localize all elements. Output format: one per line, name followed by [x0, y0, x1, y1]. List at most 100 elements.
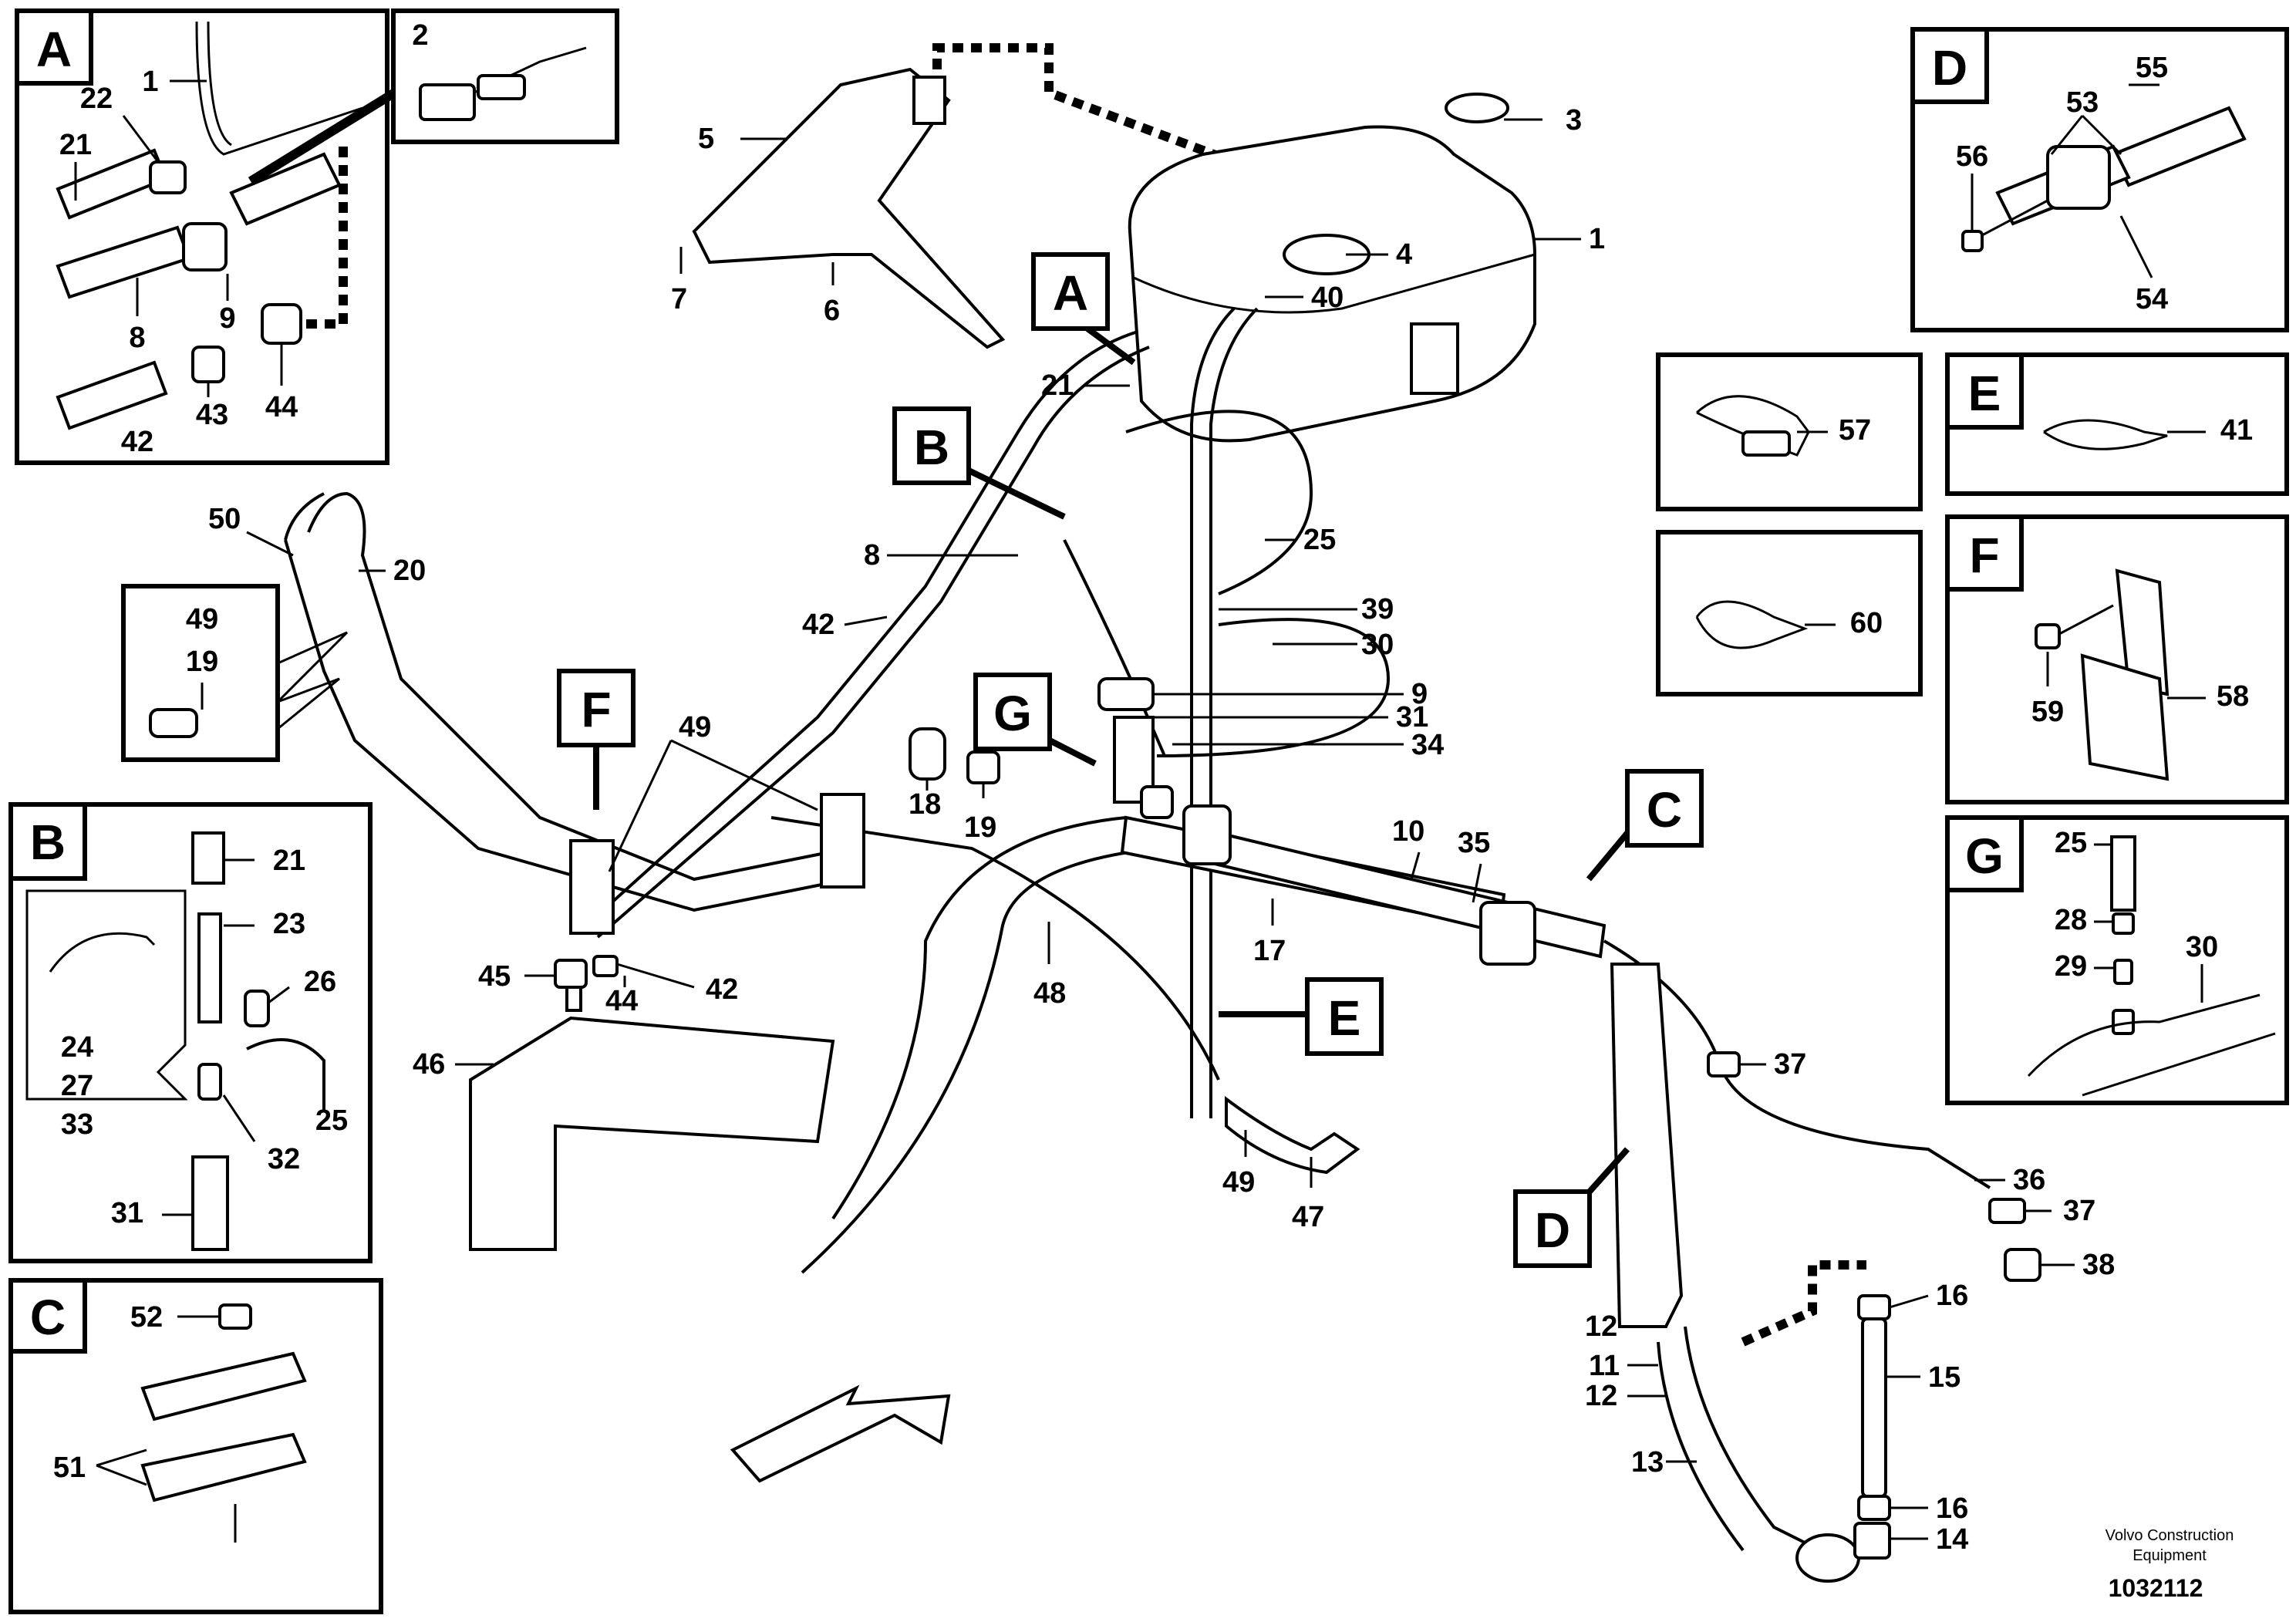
detail-f-letter: F — [1969, 528, 1999, 583]
detail-box-2: 2 — [391, 8, 619, 144]
label-box-2: 2 — [412, 19, 428, 52]
label-34: 34 — [1411, 729, 1444, 761]
label-b-24: 24 — [61, 1031, 93, 1064]
label-a-1: 1 — [142, 66, 158, 98]
label-30: 30 — [1361, 629, 1394, 661]
detail-box-60: 60 — [1656, 530, 1923, 696]
label-a-9: 9 — [219, 302, 235, 335]
label-35: 35 — [1458, 827, 1490, 859]
label-b-21: 21 — [273, 845, 305, 877]
label-f-58: 58 — [2217, 680, 2249, 713]
label-b-23: 23 — [273, 908, 305, 940]
label-11: 11 — [1589, 1350, 1620, 1382]
label-12-upper: 12 — [1585, 1310, 1617, 1343]
label-4: 4 — [1396, 238, 1412, 271]
detail-c-letter: C — [30, 1290, 66, 1345]
label-31: 31 — [1396, 701, 1428, 733]
brand-line-1: Volvo Construction — [2106, 1527, 2234, 1544]
label-37-upper: 37 — [1774, 1048, 1806, 1081]
svg-text:E: E — [1328, 990, 1361, 1046]
callout-a: A — [1031, 252, 1136, 366]
label-42-main: 42 — [706, 973, 738, 1006]
label-a-21: 21 — [59, 129, 92, 161]
detail-box-57: 57 — [1656, 352, 1923, 511]
label-f-59: 59 — [2031, 696, 2064, 728]
label-b-32: 32 — [268, 1143, 300, 1175]
label-a-22: 22 — [80, 83, 113, 115]
label-44-main: 44 — [605, 985, 638, 1017]
svg-text:G: G — [993, 686, 1032, 741]
label-b-27: 27 — [61, 1070, 93, 1102]
label-c-51: 51 — [53, 1452, 86, 1484]
label-a-8: 8 — [129, 322, 145, 354]
label-6: 6 — [824, 295, 840, 327]
label-10: 10 — [1392, 815, 1424, 848]
label-box-19: 19 — [186, 646, 218, 678]
label-d-53: 53 — [2066, 86, 2099, 119]
label-c-52: 52 — [130, 1301, 163, 1334]
label-g-29: 29 — [2055, 950, 2087, 983]
label-b-26: 26 — [304, 966, 336, 998]
detail-view-f: F 59 58 — [1945, 514, 2289, 804]
label-box-57: 57 — [1839, 414, 1871, 447]
detail-view-a: A 1 22 21 9 8 43 44 42 — [15, 8, 404, 465]
label-12-lower: 12 — [1585, 1380, 1617, 1412]
main-part-labels: 3 5 4 1 7 6 40 21 25 8 39 42 30 9 31 34 … — [208, 104, 2115, 1556]
label-a-43: 43 — [196, 399, 228, 431]
label-box-60: 60 — [1850, 607, 1883, 639]
label-d-55: 55 — [2136, 52, 2168, 84]
detail-e-letter: E — [1968, 366, 2001, 421]
detail-g-letter: G — [1965, 828, 2004, 884]
callout-b: B — [892, 406, 1066, 520]
label-15: 15 — [1928, 1361, 1961, 1394]
svg-text:C: C — [1647, 782, 1682, 838]
label-g-25: 25 — [2055, 827, 2087, 859]
label-14: 14 — [1936, 1523, 1968, 1556]
label-d-56: 56 — [1956, 140, 1988, 173]
label-a-44: 44 — [265, 391, 298, 423]
label-box-49: 49 — [186, 603, 218, 636]
label-7: 7 — [671, 283, 687, 315]
callout-g: G — [973, 673, 1097, 767]
label-36: 36 — [2013, 1164, 2045, 1196]
label-47: 47 — [1292, 1201, 1324, 1233]
svg-text:B: B — [914, 420, 949, 475]
label-49-lower: 49 — [1222, 1166, 1255, 1199]
label-9: 9 — [1411, 678, 1428, 710]
detail-view-g: G 25 28 29 30 — [1945, 815, 2289, 1105]
detail-view-c: C 52 51 — [8, 1278, 383, 1614]
label-39: 39 — [1361, 593, 1394, 626]
detail-b-letter: B — [30, 814, 66, 870]
label-49-main: 49 — [679, 711, 711, 744]
detail-view-e: E 41 — [1945, 352, 2289, 496]
svg-text:A: A — [1053, 265, 1088, 321]
label-3: 3 — [1566, 104, 1582, 137]
brand-line-2: Equipment — [2132, 1547, 2207, 1564]
detail-a-letter: A — [36, 22, 72, 77]
drawing-number: 1032112 — [2109, 1574, 2203, 1602]
svg-text:D: D — [1535, 1202, 1570, 1258]
label-18: 18 — [909, 788, 941, 821]
label-17: 17 — [1253, 935, 1286, 967]
label-1: 1 — [1589, 223, 1605, 255]
label-16-lower: 16 — [1936, 1492, 1968, 1525]
main-assembly — [284, 43, 2041, 1583]
label-48: 48 — [1033, 977, 1066, 1010]
label-40: 40 — [1311, 282, 1344, 314]
footer: Volvo Construction Equipment 1032112 — [2106, 1527, 2234, 1602]
label-21: 21 — [1041, 369, 1074, 402]
label-25: 25 — [1303, 524, 1336, 556]
label-38: 38 — [2082, 1249, 2115, 1281]
svg-text:F: F — [581, 682, 611, 737]
label-50: 50 — [208, 503, 241, 535]
label-20: 20 — [393, 555, 426, 587]
label-46: 46 — [413, 1048, 445, 1081]
label-b-33: 33 — [61, 1108, 93, 1141]
label-5: 5 — [698, 123, 714, 155]
callout-d: D — [1513, 1147, 1630, 1268]
label-8: 8 — [864, 539, 880, 572]
callout-e: E — [1219, 977, 1384, 1056]
detail-d-letter: D — [1932, 40, 1967, 96]
label-13: 13 — [1631, 1446, 1664, 1479]
